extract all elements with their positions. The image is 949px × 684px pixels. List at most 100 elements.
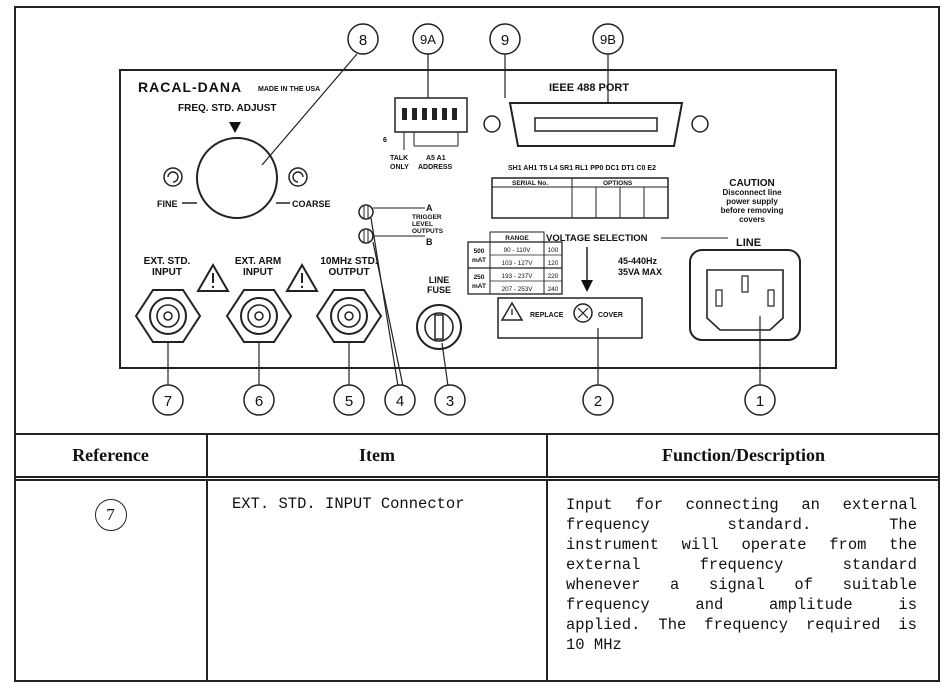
description-line: external frequency standard bbox=[566, 555, 917, 574]
options-label: OPTIONS bbox=[603, 180, 633, 187]
description-line: frequency and amplitude is bbox=[566, 595, 917, 614]
header-function-description: Function/Description bbox=[547, 433, 939, 481]
header-item: Item bbox=[207, 433, 548, 481]
svg-text:9: 9 bbox=[501, 32, 509, 49]
switch-bit-label: 6 bbox=[383, 137, 387, 144]
serial-options-box bbox=[491, 177, 669, 219]
header-reference: Reference bbox=[15, 433, 208, 481]
fuse-250-unit: mAT bbox=[472, 283, 486, 290]
ext-std-input-line-2: INPUT bbox=[152, 267, 182, 278]
voltage-setting-1: 100 bbox=[548, 247, 559, 254]
callout-1: 1 bbox=[744, 316, 776, 416]
trigger-line-2: LEVEL bbox=[412, 221, 433, 228]
description-line: applied. The frequency required is bbox=[566, 615, 917, 634]
voltage-range-2: 103 - 127V bbox=[502, 260, 534, 267]
callout-8: 8 bbox=[261, 23, 379, 166]
callout-9: 9 bbox=[489, 23, 521, 98]
callout-3: 3 bbox=[434, 342, 466, 416]
voltage-range-3: 193 - 237V bbox=[502, 273, 534, 280]
table-header-row: Reference Item Function/Description bbox=[15, 433, 939, 481]
down-arrow-icon bbox=[581, 247, 593, 292]
svg-text:7: 7 bbox=[164, 393, 172, 410]
caution-title: CAUTION bbox=[729, 178, 775, 189]
fuse-500: 500 bbox=[474, 248, 485, 255]
brand-label: RACAL-DANA bbox=[138, 79, 242, 95]
line-spec-1: 45-440Hz bbox=[618, 256, 658, 266]
adjust-arrow-icon bbox=[229, 122, 241, 133]
description-line: Input for connecting an external bbox=[566, 495, 917, 514]
fine-label: FINE bbox=[157, 199, 178, 209]
voltage-setting-3: 220 bbox=[548, 273, 559, 280]
callout-9a: 9A bbox=[412, 23, 444, 98]
callout-4: 4 bbox=[370, 217, 416, 416]
coarse-direction-icon bbox=[288, 167, 308, 187]
line-fuse-holder bbox=[416, 304, 462, 350]
ext-arm-input-line-1: EXT. ARM bbox=[235, 256, 281, 267]
caution-line-2: power supply bbox=[726, 197, 778, 206]
description-cell: Input for connecting an external frequen… bbox=[547, 478, 939, 681]
table-row: 7 EXT. STD. INPUT Connector Input for co… bbox=[15, 478, 939, 681]
ext-std-input-bnc bbox=[134, 289, 202, 343]
item-cell: EXT. STD. INPUT Connector bbox=[207, 478, 548, 681]
voltage-setting-2: 120 bbox=[548, 260, 559, 267]
reference-table: Reference Item Function/Description 7 EX… bbox=[15, 433, 939, 681]
callout-9b: 9B bbox=[592, 23, 624, 120]
ieee-connector bbox=[483, 102, 709, 147]
svg-text:4: 4 bbox=[396, 393, 404, 410]
voltage-setting-4: 240 bbox=[548, 286, 559, 293]
reference-number: 7 bbox=[94, 498, 127, 531]
svg-text:9B: 9B bbox=[600, 32, 616, 47]
caution-line-1: Disconnect line bbox=[722, 188, 782, 197]
voltage-selection-label: VOLTAGE SELECTION bbox=[546, 233, 648, 244]
panel-outline bbox=[119, 69, 837, 369]
std-output-bnc bbox=[315, 289, 383, 343]
line-fuse-line-2: FUSE bbox=[427, 285, 451, 295]
description-line: instrument will operate from the bbox=[566, 535, 917, 554]
description-line: whenever a signal of suitable bbox=[566, 575, 917, 594]
trigger-b-screw bbox=[358, 228, 374, 244]
serial-no-label: SERIAL No. bbox=[512, 180, 548, 187]
svg-text:6: 6 bbox=[255, 393, 263, 410]
line-spec-2: 35VA MAX bbox=[618, 267, 662, 277]
trigger-a-screw bbox=[358, 204, 374, 220]
svg-text:2: 2 bbox=[594, 393, 602, 410]
fuse-250: 250 bbox=[474, 274, 485, 281]
svg-text:1: 1 bbox=[756, 393, 764, 410]
trigger-line-3: OUTPUTS bbox=[412, 228, 444, 235]
trigger-line-1: TRIGGER bbox=[412, 214, 442, 221]
callout-2: 2 bbox=[582, 328, 614, 416]
fuse-500-unit: mAT bbox=[472, 257, 486, 264]
trigger-b-label: B bbox=[426, 237, 433, 247]
freq-std-adjust-label: FREQ. STD. ADJUST bbox=[178, 103, 277, 114]
power-inlet bbox=[689, 249, 801, 341]
warning-triangle-icon bbox=[285, 262, 319, 292]
warning-triangle-icon bbox=[196, 262, 230, 292]
svg-text:8: 8 bbox=[359, 32, 367, 49]
bus-functions-label: SH1 AH1 T5 L4 SR1 RL1 PP0 DC1 DT1 C0 E2 bbox=[508, 165, 656, 172]
std-output-line-1: 10MHz STD. bbox=[320, 256, 377, 267]
coarse-label: COARSE bbox=[292, 199, 331, 209]
range-header: RANGE bbox=[505, 235, 529, 242]
cover-label: COVER bbox=[598, 312, 623, 319]
description-line: 10 MHz bbox=[566, 635, 622, 654]
address-bits-label: A5 A1 bbox=[426, 155, 446, 162]
only-label: ONLY bbox=[390, 164, 409, 171]
svg-text:5: 5 bbox=[345, 393, 353, 410]
caution-line-4: covers bbox=[739, 215, 765, 224]
svg-text:9A: 9A bbox=[420, 32, 436, 47]
replace-cover-plate bbox=[497, 297, 643, 339]
caution-line-3: before removing bbox=[721, 206, 784, 215]
callout-6: 6 bbox=[243, 342, 275, 416]
page-frame bbox=[14, 6, 940, 682]
trigger-a-label: A bbox=[426, 203, 433, 213]
fine-direction-icon bbox=[163, 167, 183, 187]
replace-label: REPLACE bbox=[530, 312, 564, 319]
std-output-line-2: OUTPUT bbox=[328, 267, 369, 278]
voltage-table bbox=[467, 231, 563, 295]
line-label: LINE bbox=[736, 237, 761, 249]
address-label: ADDRESS bbox=[418, 164, 453, 171]
line-fuse-line-1: LINE bbox=[429, 275, 450, 285]
callout-7: 7 bbox=[152, 342, 184, 416]
voltage-range-4: 207 - 253V bbox=[502, 286, 534, 293]
ext-arm-input-bnc bbox=[225, 289, 293, 343]
